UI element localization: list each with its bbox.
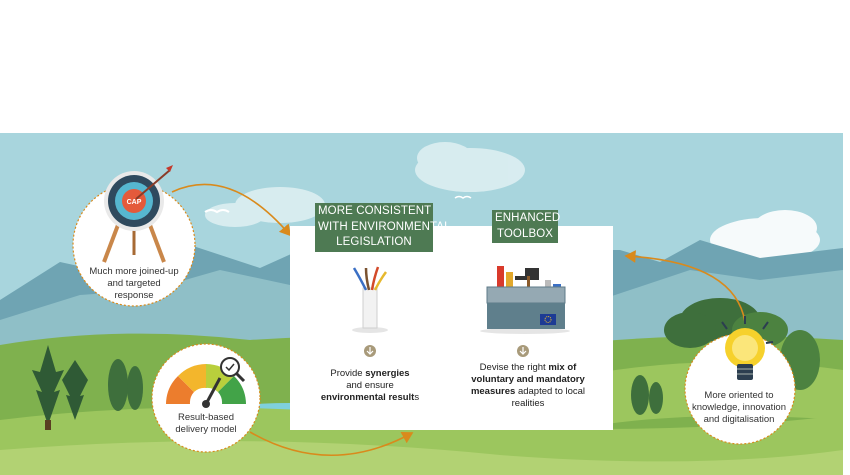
target-icon <box>102 165 173 263</box>
flow-arrow <box>624 250 746 323</box>
cloud <box>710 210 820 262</box>
tag-line: LEGISLATION <box>336 236 412 248</box>
tag-line: WITH ENVIRONMENTAL <box>318 220 451 233</box>
knowledge-caption: More oriented to knowledge, innovation a… <box>691 390 786 425</box>
trees <box>32 345 143 430</box>
tag-line: TOOLBOX <box>496 227 554 240</box>
node-knowledge-circle <box>684 333 796 445</box>
down-arrow-icon <box>364 345 376 357</box>
flow-arrow <box>171 183 292 237</box>
bird <box>204 209 230 214</box>
cloud <box>205 142 525 227</box>
tag-enhanced-toolbox: ENHANCED TOOLBOX <box>492 210 561 243</box>
bird <box>454 195 472 199</box>
joined-up-caption: Much more joined-up and targeted respons… <box>89 266 179 301</box>
tag-line: MORE CONSISTENT <box>318 205 432 217</box>
tag-consistent-legislation: MORE CONSISTENT WITH ENVIRONMENTAL LEGIS… <box>315 203 451 252</box>
result-based-caption: Result-based delivery model <box>175 412 237 435</box>
cables-icon <box>352 266 388 333</box>
flow-arrow <box>249 431 414 457</box>
cap-badge: CAP <box>127 199 142 206</box>
lightbulb-icon <box>721 316 774 380</box>
toolbox-icon <box>480 266 570 334</box>
synergies-text: Provide synergies and ensure environment… <box>320 368 420 403</box>
toolbox-text: Devise the right mix of voluntary and ma… <box>470 362 586 409</box>
gauge-icon <box>166 357 246 408</box>
tag-line: ENHANCED <box>495 212 561 224</box>
down-arrow-icon <box>517 345 529 357</box>
